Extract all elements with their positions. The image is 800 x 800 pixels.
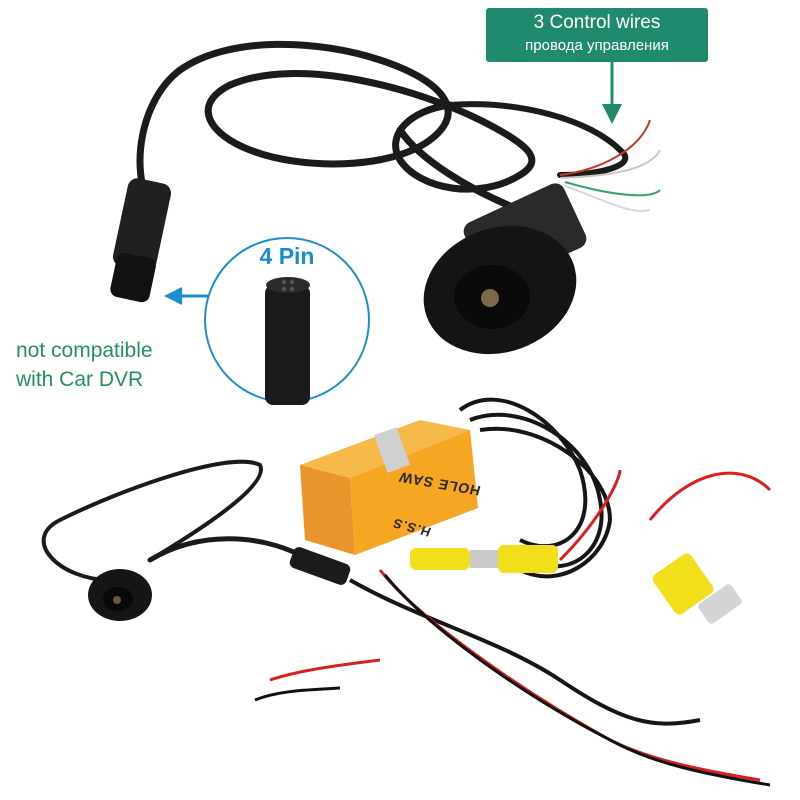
pin-zoom-circle	[204, 237, 370, 405]
note-line2: with Car DVR	[16, 368, 144, 391]
hole-saw-box	[300, 420, 478, 555]
bottom-connector	[289, 547, 351, 585]
control-wires-callout: 3 Control wires провода управления	[486, 8, 708, 62]
compatibility-note: not compatible with Car DVR	[16, 336, 153, 394]
black-cable-coil	[349, 397, 701, 726]
rca-connectors	[410, 545, 742, 624]
compat-arrow	[164, 287, 208, 305]
note-line1: not compatible	[16, 339, 153, 362]
callout-line2: провода управления	[525, 37, 669, 54]
top-cable	[136, 40, 629, 214]
control-wires	[559, 119, 661, 212]
top-camera	[423, 183, 587, 355]
callout-line1: 3 Control wires	[533, 12, 661, 33]
red-wires	[254, 469, 772, 787]
top-connector	[110, 178, 172, 303]
wires-arrow	[602, 62, 622, 124]
pin-label: 4 Pin	[259, 243, 315, 269]
bottom-camera	[88, 569, 152, 621]
